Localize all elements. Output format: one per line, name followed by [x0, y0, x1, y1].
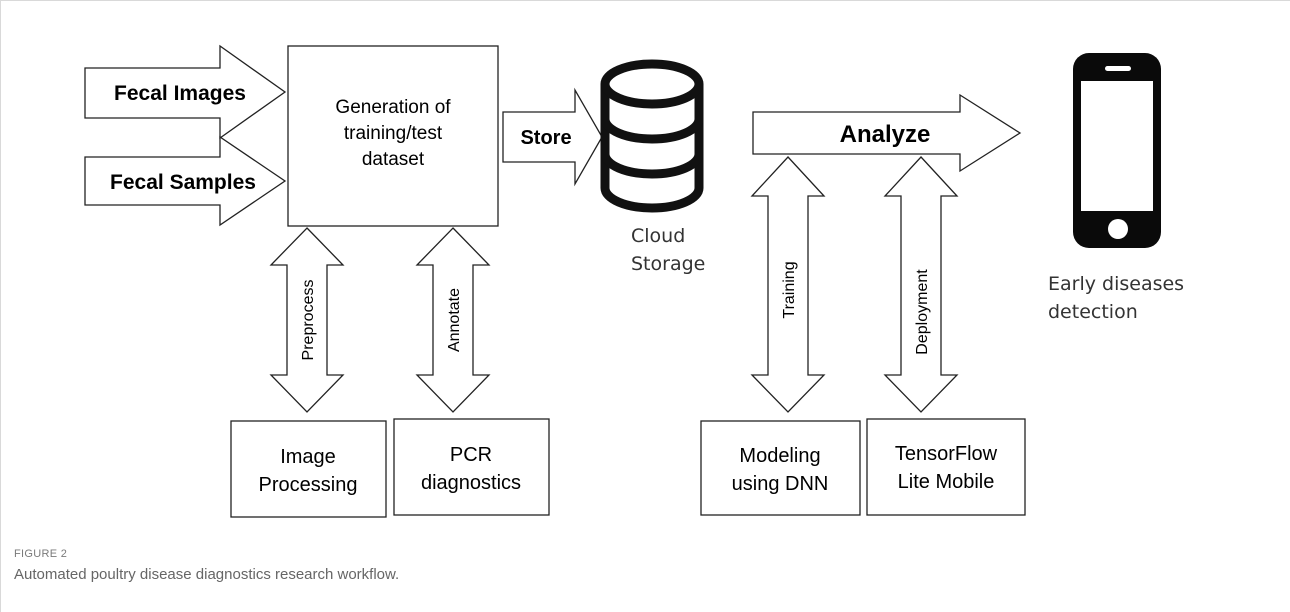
cloud-storage-label: Cloud Storage — [631, 222, 705, 278]
pcr-line-1: PCR — [450, 444, 492, 466]
tensorflow-line-1: TensorFlow — [895, 443, 998, 465]
modeling-line-1: Modeling — [739, 445, 820, 467]
training-label: Training — [781, 261, 798, 318]
annotate-arrow: Annotate — [415, 227, 491, 413]
database-icon — [600, 59, 704, 213]
generation-box: Generation of training/test dataset — [287, 45, 499, 227]
generation-line-1: Generation of — [335, 97, 451, 118]
cloud-label-line-2: Storage — [631, 253, 706, 275]
tensorflow-line-2: Lite Mobile — [898, 471, 995, 493]
fecal-samples-arrow: Fecal Samples — [84, 135, 287, 227]
preprocess-arrow: Preprocess — [269, 227, 345, 413]
modeling-dnn-box: Modeling using DNN — [700, 420, 861, 516]
tensorflow-lite-box: TensorFlow Lite Mobile — [866, 418, 1026, 516]
generation-line-2: training/test — [344, 123, 443, 144]
cloud-label-line-1: Cloud — [631, 225, 686, 247]
deployment-arrow: Deployment — [883, 156, 959, 413]
figure-caption: Automated poultry disease diagnostics re… — [14, 566, 400, 583]
figure-number: FIGURE 2 — [14, 548, 68, 560]
store-arrow: Store — [502, 87, 603, 187]
analyze-label: Analyze — [840, 121, 931, 148]
deployment-label: Deployment — [914, 269, 931, 355]
store-label: Store — [520, 127, 571, 149]
pcr-diagnostics-box: PCR diagnostics — [393, 418, 550, 516]
modeling-line-2: using DNN — [732, 473, 829, 495]
image-processing-line-2: Processing — [259, 474, 358, 496]
early-detection-label: Early diseases detection — [1048, 270, 1184, 326]
annotate-label: Annotate — [446, 288, 463, 352]
analyze-arrow: Analyze — [752, 93, 1022, 173]
pcr-line-2: diagnostics — [421, 472, 521, 494]
early-detection-line-1: Early diseases — [1048, 273, 1185, 295]
smartphone-icon — [1073, 53, 1161, 248]
fecal-samples-label: Fecal Samples — [110, 171, 256, 194]
generation-line-3: dataset — [362, 149, 425, 170]
fecal-images-arrow: Fecal Images — [84, 44, 287, 140]
image-processing-line-1: Image — [280, 446, 336, 468]
early-detection-line-2: detection — [1048, 301, 1138, 323]
training-arrow: Training — [750, 156, 826, 413]
fecal-images-label: Fecal Images — [114, 82, 246, 105]
image-processing-box: Image Processing — [230, 420, 387, 518]
preprocess-label: Preprocess — [300, 280, 317, 361]
